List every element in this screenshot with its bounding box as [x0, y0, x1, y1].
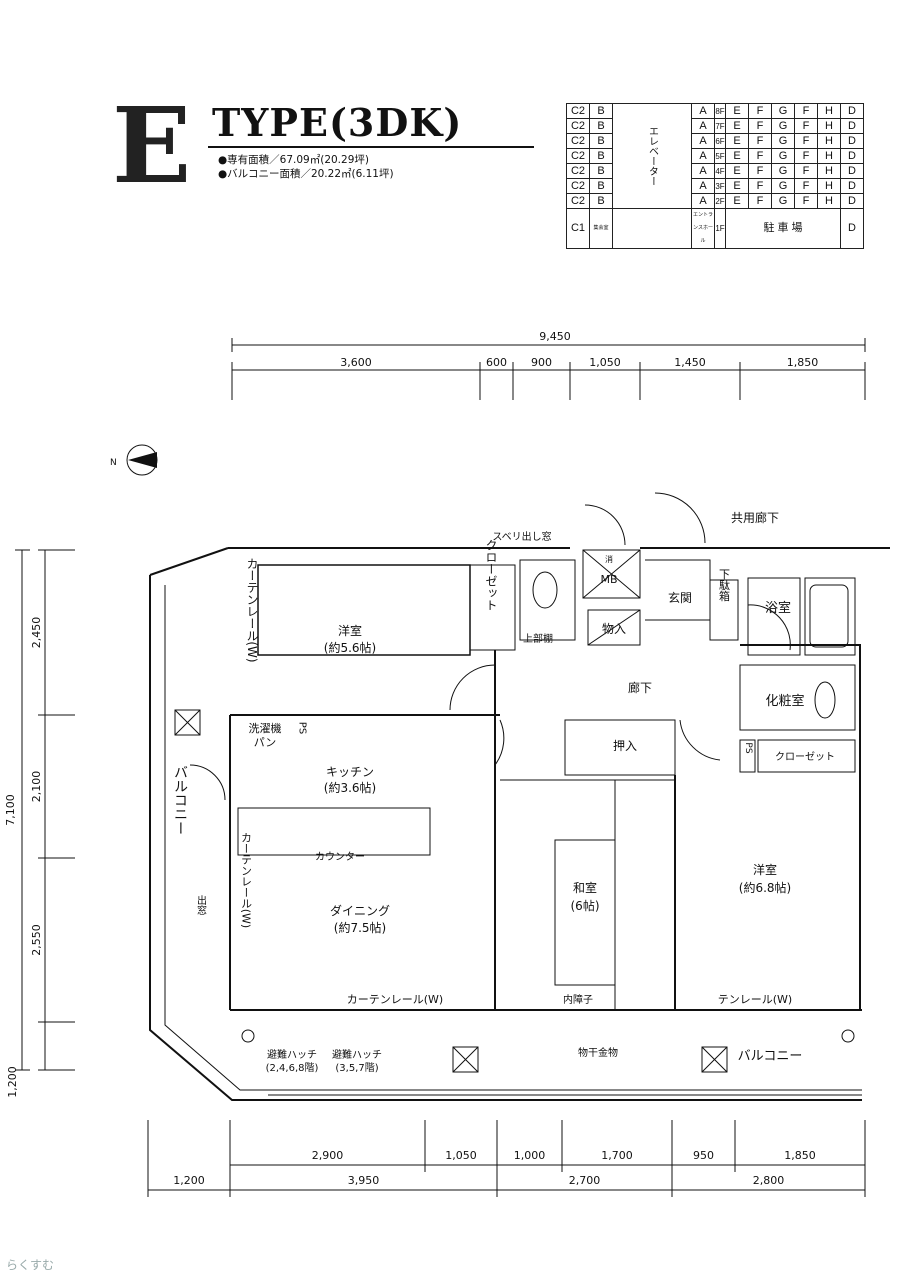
walls: [149, 547, 890, 1101]
room-label-western1-size: (約5.6帖): [324, 640, 376, 655]
room-label-dining: ダイニング: [330, 903, 390, 918]
room-label-washer: 洗濯機: [249, 721, 282, 735]
floor-cell: D: [840, 163, 864, 179]
title-rule: [208, 146, 534, 148]
room-label-bath: 浴室: [765, 600, 791, 616]
dim-label: 7,100: [4, 794, 17, 826]
dim-label: 1,200: [6, 1066, 19, 1098]
ground-cell: 駐 車 場: [725, 208, 841, 249]
room-label-western2: 洋室: [753, 862, 777, 877]
room-label-ps1: PS: [297, 722, 308, 734]
ground-cell: D: [840, 208, 864, 249]
room-label-powder: 化粧室: [765, 693, 804, 709]
dim-label: 1,450: [674, 356, 706, 369]
room-label-curtain3: カーテンレール(W): [347, 993, 443, 1006]
watermark: らくすむ: [6, 1258, 55, 1272]
dim-label: 1,700: [601, 1149, 633, 1162]
dim-label: 1,050: [589, 356, 621, 369]
door-swings: [189, 492, 791, 801]
dim-label: 2,900: [312, 1149, 344, 1162]
room-label-japanese-size: (6帖): [571, 898, 600, 913]
dim-label: 1,850: [787, 356, 819, 369]
room-label-dining-size: (約7.5帖): [334, 920, 386, 935]
balcony-area: ●バルコニー面積／20.22㎡(6.11坪): [218, 168, 394, 180]
room-label-hatch1: 避難ハッチ: [267, 1048, 317, 1061]
room-label-storage: 物入: [602, 622, 626, 636]
compass-icon: [126, 444, 158, 476]
dim-label: 2,700: [569, 1174, 601, 1187]
dim-label: 1,000: [514, 1149, 546, 1162]
room-label-hatch1-f: (2,4,6,8階): [266, 1062, 319, 1074]
room-label-oshiire: 押入: [613, 739, 637, 753]
room-label-curtain4: テンレール(W): [718, 993, 792, 1006]
room-label-ps2: PS: [743, 742, 753, 753]
floor-cell: C2: [566, 178, 590, 194]
room-label-curtain1: カーテンレール(W): [245, 557, 259, 663]
room-label-western2-size: (約6.8帖): [739, 880, 791, 895]
room-label-washer2: パン: [254, 736, 277, 749]
ground-cell: 集会室: [589, 208, 613, 249]
dim-label: 3,950: [348, 1174, 380, 1187]
room-label-upper-shelf: 上部棚: [523, 632, 553, 645]
dim-label: 2,550: [30, 924, 43, 956]
vent-icons: [174, 571, 855, 1073]
room-label-kitchen: キッチン: [326, 765, 374, 779]
room-label-fire: 消: [605, 554, 613, 564]
room-label-balcony: バルコニー: [738, 1049, 803, 1064]
room-label-counter: カウンター: [315, 851, 365, 863]
room-label-hatch2-f: (3,5,7階): [335, 1062, 378, 1074]
room-label-closet1: クローゼット: [484, 539, 498, 611]
room-label-entrance: 玄関: [668, 590, 692, 605]
dim-label: 600: [486, 356, 507, 369]
dim-label: 2,450: [30, 617, 43, 649]
compass-label: N: [110, 458, 117, 468]
dim-label: 900: [531, 356, 552, 369]
room-label-mb: MB: [600, 573, 617, 586]
dim-label: 2,800: [753, 1174, 785, 1187]
private-area: ●専有面積／67.09㎡(20.29坪): [218, 154, 369, 166]
room-label-curtain2: カーテンレール(W): [240, 831, 253, 928]
room-label-closet2: クローゼット: [775, 751, 835, 763]
dim-label: 1,850: [784, 1149, 816, 1162]
room-label-balcony-side: バルコニー: [172, 765, 188, 835]
ground-cell: [612, 208, 692, 249]
dim-label: 1,050: [445, 1149, 477, 1162]
dim-label: 2,100: [30, 771, 43, 803]
room-label-shoebox: 下駄箱: [718, 569, 731, 603]
room-label-kitchen-size: (約3.6帖): [324, 780, 376, 795]
dimension-lines: [21, 344, 865, 1191]
room-label-hallway: 廊下: [628, 680, 652, 695]
dim-label: 3,600: [340, 356, 372, 369]
ground-cell: C1: [566, 208, 590, 249]
room-label-corridor: 共用廊下: [731, 510, 779, 525]
type-letter: E: [112, 84, 192, 207]
dim-label: 1,200: [173, 1174, 205, 1187]
dim-label: 950: [693, 1149, 714, 1162]
room-label-shoji: 内障子: [563, 993, 593, 1006]
type-title: TYPE(3DK): [212, 100, 463, 145]
room-label-window: スベリ出し窓: [492, 530, 551, 543]
room-label-bay-window: 出窓: [195, 894, 207, 915]
room-label-japanese: 和室: [573, 880, 597, 895]
room-label-hatch2: 避難ハッチ: [332, 1048, 382, 1061]
dim-label: 9,450: [539, 330, 571, 343]
room-label-drying: 物干金物: [578, 1046, 618, 1059]
room-label-western1: 洋室: [338, 623, 362, 638]
